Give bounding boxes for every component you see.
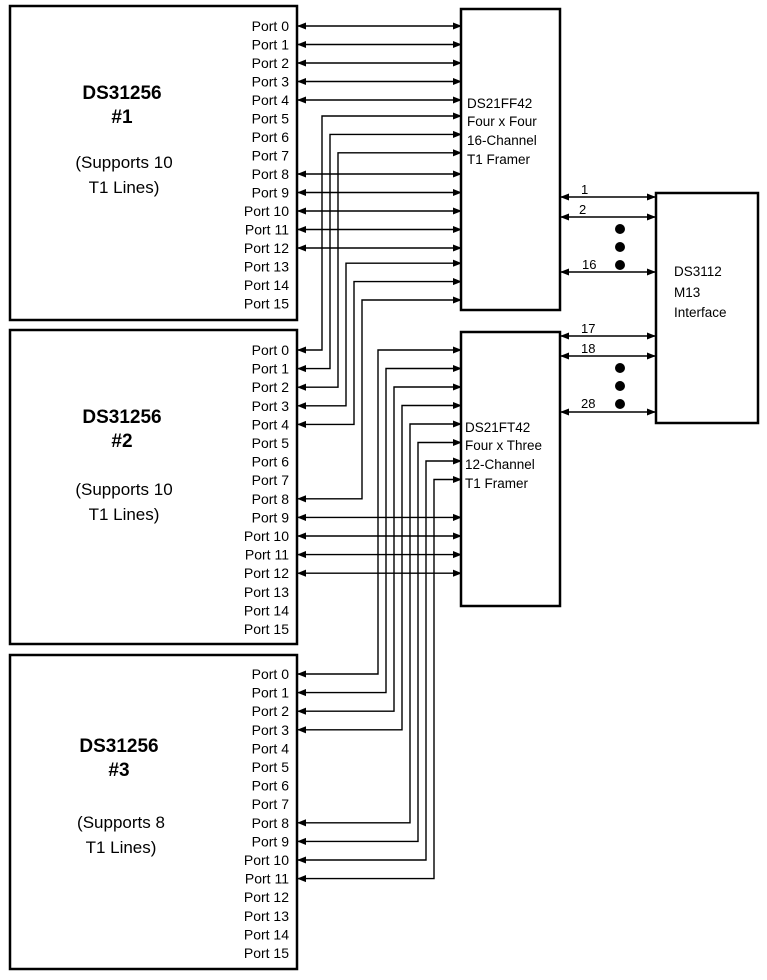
ff-framer-line4: T1 Framer bbox=[467, 152, 531, 167]
link-label-16: 16 bbox=[582, 257, 596, 272]
chip-3-support-line1: (Supports 8 bbox=[77, 813, 165, 832]
chip-2-port-10-label: Port 10 bbox=[244, 528, 289, 544]
chip-2-port-8-label: Port 8 bbox=[252, 491, 290, 507]
chip-1-port-7-label: Port 7 bbox=[252, 148, 290, 164]
chip-2-support-line1: (Supports 10 bbox=[75, 480, 172, 499]
chip-3-port-3-label: Port 3 bbox=[252, 722, 290, 738]
chip-3-port-14-label: Port 14 bbox=[244, 926, 289, 942]
chip-2-port-6-label: Port 6 bbox=[252, 454, 290, 470]
chip-3-port-2-label: Port 2 bbox=[252, 703, 290, 719]
wire-chip3-port2-to-ft-slot2 bbox=[297, 383, 462, 715]
chip-1-port-12-label: Port 12 bbox=[244, 240, 289, 256]
ff-framer-line1: DS21FF42 bbox=[467, 96, 532, 111]
ellipsis-dot bbox=[615, 363, 625, 373]
chip-2-port-9-label: Port 9 bbox=[252, 509, 290, 525]
chip-1-port-1-label: Port 1 bbox=[252, 37, 290, 53]
chip-1-port-4-label: Port 4 bbox=[252, 92, 290, 108]
chip-3-number: #3 bbox=[108, 760, 129, 781]
link-label-18: 18 bbox=[581, 341, 595, 356]
wire-chip3-port0-to-ft-slot0 bbox=[297, 346, 462, 678]
ft-framer-line4: T1 Framer bbox=[465, 476, 529, 491]
link-label-28: 28 bbox=[581, 396, 595, 411]
chip-1-port-13-label: Port 13 bbox=[244, 259, 289, 275]
chip-3-port-4-label: Port 4 bbox=[252, 740, 290, 756]
chip-3-port-10-label: Port 10 bbox=[244, 852, 289, 868]
ellipsis-dot bbox=[615, 399, 625, 409]
chip-3-port-11-label: Port 11 bbox=[245, 871, 289, 887]
chip-2-port-0-label: Port 0 bbox=[252, 342, 290, 358]
chip-2-port-13-label: Port 13 bbox=[244, 584, 289, 600]
chip-2-port-7-label: Port 7 bbox=[252, 472, 290, 488]
wire-chip3-port8-to-ft-slot4 bbox=[297, 420, 462, 827]
chip-3-port-1-label: Port 1 bbox=[252, 685, 290, 701]
chip-1-port-10-label: Port 10 bbox=[244, 203, 289, 219]
chip-1-port-9-label: Port 9 bbox=[252, 185, 290, 201]
chip-2-port-11-label: Port 11 bbox=[245, 547, 289, 563]
ds21ff42-framer-box bbox=[459, 7, 562, 312]
ds3112-m13-box bbox=[654, 191, 760, 425]
ff-framer-line3: 16-Channel bbox=[467, 133, 537, 148]
m13-line1: DS3112 bbox=[674, 264, 722, 279]
chip-1-port-0-label: Port 0 bbox=[252, 18, 290, 34]
chip-3-port-6-label: Port 6 bbox=[252, 778, 290, 794]
chip-2-port-4-label: Port 4 bbox=[252, 416, 290, 432]
ellipsis-dot bbox=[615, 242, 625, 252]
chip-2-number: #2 bbox=[111, 431, 132, 452]
m13-line3: Interface bbox=[674, 305, 727, 320]
chip-1-port-11-label: Port 11 bbox=[245, 222, 289, 238]
chip-2-support-line2: T1 Lines) bbox=[89, 505, 160, 524]
chip-1-port-15-label: Port 15 bbox=[244, 296, 289, 312]
chip-1-name: DS31256 bbox=[82, 83, 161, 104]
chip-2-port-1-label: Port 1 bbox=[252, 361, 290, 377]
chip-1-number: #1 bbox=[111, 107, 133, 128]
chip-2-port-3-label: Port 3 bbox=[252, 398, 290, 414]
chip-1-support-line2: T1 Lines) bbox=[89, 178, 160, 197]
chip-1-support-line1: (Supports 10 bbox=[75, 153, 172, 172]
ellipsis-dot bbox=[615, 224, 625, 234]
ds31256-chip-3-box bbox=[8, 653, 299, 971]
chip-3-support-line2: T1 Lines) bbox=[86, 838, 157, 857]
ff-framer-line2: Four x Four bbox=[467, 114, 537, 129]
chip-2-name: DS31256 bbox=[82, 407, 161, 428]
chip-2-port-14-label: Port 14 bbox=[244, 602, 289, 618]
ellipsis-dot bbox=[615, 260, 625, 270]
chip-3-port-5-label: Port 5 bbox=[252, 759, 290, 775]
chip-3-port-15-label: Port 15 bbox=[244, 945, 289, 961]
ds21ft42-framer-box bbox=[459, 330, 562, 608]
wire-chip3-port11-to-ft-slot7 bbox=[297, 475, 462, 883]
ds31256-chip-2-box bbox=[8, 328, 299, 646]
wire-chip2-port0-to-ff-slot5 bbox=[297, 112, 462, 354]
chip-2-port-12-label: Port 12 bbox=[244, 565, 289, 581]
chip-3-name: DS31256 bbox=[79, 736, 158, 757]
link-label-1: 1 bbox=[581, 182, 588, 197]
chip-1-port-6-label: Port 6 bbox=[252, 129, 290, 145]
ft-framer-line2: Four x Three bbox=[465, 438, 542, 453]
ft-framer-line1: DS21FT42 bbox=[465, 420, 530, 435]
wire-chip3-port3-to-ft-slot3 bbox=[297, 401, 462, 734]
chip-3-port-7-label: Port 7 bbox=[252, 796, 290, 812]
link-label-17: 17 bbox=[581, 321, 595, 336]
chip-3-port-0-label: Port 0 bbox=[252, 666, 290, 682]
ds31256-chip-1-box bbox=[8, 4, 299, 322]
chip-1-port-5-label: Port 5 bbox=[252, 111, 290, 127]
wire-chip3-port10-to-ft-slot6 bbox=[297, 457, 462, 864]
chip-2-port-5-label: Port 5 bbox=[252, 435, 290, 451]
link-label-2: 2 bbox=[579, 202, 586, 217]
chip-3-port-8-label: Port 8 bbox=[252, 815, 290, 831]
chip-3-port-12-label: Port 12 bbox=[244, 889, 289, 905]
chip-1-port-14-label: Port 14 bbox=[244, 277, 289, 293]
m13-line2: M13 bbox=[674, 285, 700, 300]
chip-1-port-2-label: Port 2 bbox=[252, 55, 290, 71]
ellipsis-dot bbox=[615, 381, 625, 391]
chip-3-port-13-label: Port 13 bbox=[244, 908, 289, 924]
chip-3-port-9-label: Port 9 bbox=[252, 833, 290, 849]
ft-framer-line3: 12-Channel bbox=[465, 457, 535, 472]
chip-2-port-15-label: Port 15 bbox=[244, 621, 289, 637]
chip-1-port-8-label: Port 8 bbox=[252, 166, 290, 182]
wire-chip3-port9-to-ft-slot5 bbox=[297, 438, 462, 845]
chip-1-port-3-label: Port 3 bbox=[252, 74, 290, 90]
chip-2-port-2-label: Port 2 bbox=[252, 379, 290, 395]
wire-chip3-port1-to-ft-slot1 bbox=[297, 364, 462, 697]
